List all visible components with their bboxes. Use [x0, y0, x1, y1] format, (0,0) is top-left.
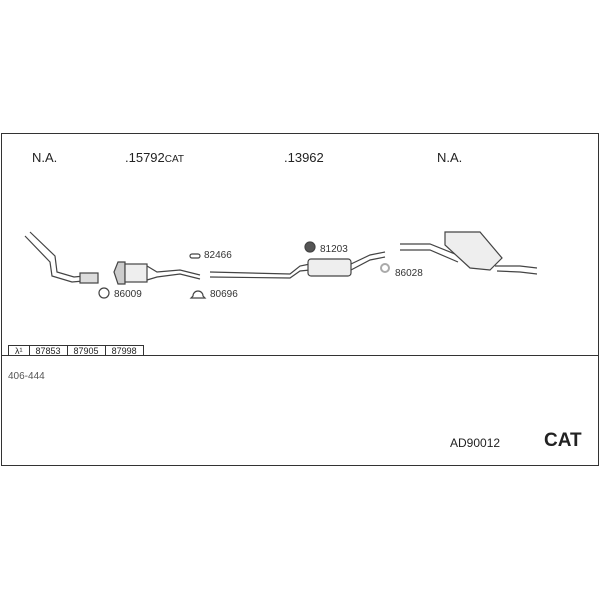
header-rear: N.A.: [437, 150, 463, 165]
divider: [1, 355, 599, 356]
part-81203: 81203: [320, 244, 348, 255]
header-front-pipe: N.A.: [32, 150, 58, 165]
header-catalyst: .15792CAT: [125, 150, 184, 165]
rear-silencer: [400, 231, 538, 275]
lambda-code: 87853: [30, 346, 68, 356]
article-number: AD90012: [450, 436, 501, 450]
ring-86009: [98, 287, 110, 299]
catalyst-suffix: CAT: [164, 154, 185, 165]
front-pipe: [24, 231, 99, 284]
lambda-code: 87905: [68, 346, 106, 356]
part-86009: 86009: [114, 289, 142, 300]
catalyst-code: .15792: [125, 150, 165, 165]
part-80696: 80696: [210, 289, 238, 300]
gasket-82466: [189, 253, 201, 259]
ring-86028: [380, 263, 390, 273]
lambda-sensor-table: λ¹ 87853 87905 87998: [8, 345, 144, 356]
hanger-81203: [304, 241, 316, 253]
header-middle: .13962: [284, 150, 324, 165]
part-86028: 86028: [395, 268, 423, 279]
lambda-code: 87998: [111, 346, 137, 356]
lambda-symbol: λ¹: [9, 346, 30, 356]
diagram-frame: [1, 133, 599, 466]
part-82466: 82466: [204, 250, 232, 261]
clamp-80696: [189, 290, 207, 299]
catalyst: [113, 261, 201, 285]
middle-silencer: [209, 251, 386, 279]
type-label: CAT: [544, 430, 582, 451]
range-label: 406-444: [8, 371, 45, 382]
